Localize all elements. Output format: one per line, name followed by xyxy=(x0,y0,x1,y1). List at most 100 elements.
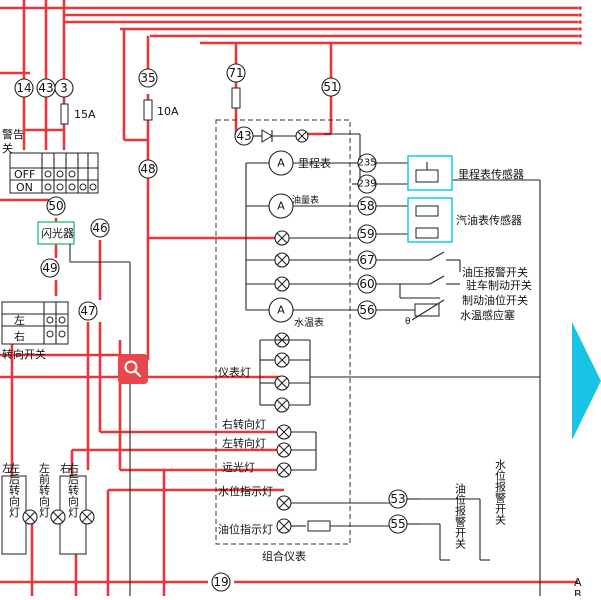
svg-text:46: 46 xyxy=(92,221,107,235)
instrument-cluster: 组合仪表 xyxy=(215,119,351,563)
svg-text:49: 49 xyxy=(42,261,57,275)
svg-text:关: 关 xyxy=(2,141,13,155)
search-icon xyxy=(124,360,142,378)
odometer-sensor: 里程表传感器 xyxy=(407,155,524,191)
sensor-wiring xyxy=(376,162,541,596)
wire-node-51: 51 xyxy=(321,77,341,97)
svg-text:51: 51 xyxy=(323,80,338,94)
svg-text:ON: ON xyxy=(16,181,33,194)
wire-node-43b: 48 xyxy=(138,159,158,179)
svg-text:55: 55 xyxy=(390,517,405,531)
svg-text:A: A xyxy=(277,304,285,317)
wire-node-67: 67 xyxy=(357,250,377,270)
svg-text:闪光器: 闪光器 xyxy=(41,226,74,240)
svg-text:左后转向灯: 左后转向灯 xyxy=(8,462,21,517)
svg-text:239: 239 xyxy=(357,179,376,190)
wire-node-14: 14 xyxy=(14,78,34,98)
svg-text:60: 60 xyxy=(359,277,374,291)
svg-text:组合仪表: 组合仪表 xyxy=(262,549,306,563)
wire-node-43a: 43 xyxy=(36,78,56,98)
svg-text:10A: 10A xyxy=(157,105,179,118)
svg-text:235: 235 xyxy=(357,158,376,169)
svg-text:汽油表传感器: 汽油表传感器 xyxy=(456,213,522,227)
fuse-71 xyxy=(231,87,241,109)
svg-text:OFF: OFF xyxy=(14,168,35,181)
svg-text:水温表: 水温表 xyxy=(294,316,324,329)
svg-text:右: 右 xyxy=(14,329,25,343)
brake-oil-level-switch: 制动油位开关 xyxy=(399,284,528,307)
svg-text:3: 3 xyxy=(60,81,68,95)
parking-brake-switch: 驻车制动开关 xyxy=(429,275,532,292)
svg-text:19: 19 xyxy=(213,575,228,589)
svg-text:59: 59 xyxy=(359,227,374,241)
warning-switch-panel: 警告 关 OFF ON xyxy=(2,127,99,194)
svg-text:53: 53 xyxy=(390,492,405,506)
svg-text:左: 左 xyxy=(2,462,13,475)
odometer-gauge: A 里程表 xyxy=(268,150,352,176)
svg-text:水位报警开关: 水位报警开关 xyxy=(494,459,507,526)
svg-text:50: 50 xyxy=(48,199,63,213)
svg-text:43: 43 xyxy=(38,81,53,95)
wire-node-235: 235 xyxy=(357,153,377,173)
wire-node-53: 53 xyxy=(388,489,408,509)
svg-text:43: 43 xyxy=(236,129,251,143)
flasher-relay: 闪光器 xyxy=(37,221,131,596)
edge-label-a: A xyxy=(574,576,582,589)
svg-text:A: A xyxy=(277,200,285,213)
zoom-button[interactable] xyxy=(118,354,148,384)
svg-text:56: 56 xyxy=(359,303,374,317)
indicator-50: 43 xyxy=(234,126,309,146)
fuel-gauge: A 油量表 xyxy=(268,193,319,219)
label-instrument-lamp: 仪表灯 xyxy=(218,365,251,379)
edge-label-b: B xyxy=(574,588,582,596)
svg-text:左前转向灯: 左前转向灯 xyxy=(38,462,51,517)
label-left-turn: 左转向灯 xyxy=(222,436,266,450)
svg-text:里程表传感器: 里程表传感器 xyxy=(458,167,524,181)
turn-switch: 左 右 转向开关 xyxy=(1,301,69,361)
water-temp-plug: θ 水温感应塞 xyxy=(405,299,515,327)
fuel-sensor: 汽油表传感器 xyxy=(407,197,522,243)
svg-text:71: 71 xyxy=(228,66,243,80)
label-right-turn: 右转向灯 xyxy=(222,417,266,431)
next-page-button[interactable] xyxy=(572,322,601,440)
top-bus-lines xyxy=(0,6,582,75)
label-water-level: 水位指示灯 xyxy=(218,484,273,498)
svg-text:制动油位开关: 制动油位开关 xyxy=(462,293,528,307)
svg-text:水温感应塞: 水温感应塞 xyxy=(460,308,515,322)
bottom-lamp-group: 左 右 左后转向灯 左前转向灯 右后转向灯 xyxy=(1,461,95,555)
cluster-lamps xyxy=(274,230,292,534)
svg-text:转向开关: 转向开关 xyxy=(2,347,46,361)
svg-text:油量表: 油量表 xyxy=(292,194,319,206)
wire-node-46: 50 xyxy=(46,196,66,216)
wire-node-19: 19 xyxy=(211,572,231,592)
wire-node-59: 59 xyxy=(357,224,377,244)
svg-text:左: 左 xyxy=(14,314,25,327)
chevron-right-icon xyxy=(572,322,601,440)
wire-node-55: 55 xyxy=(388,514,408,534)
water-temp-gauge: A 水温表 xyxy=(268,297,324,329)
wire-node-47: 49 xyxy=(40,258,60,278)
svg-text:油位报警开关: 油位报警开关 xyxy=(454,482,467,550)
svg-text:47: 47 xyxy=(80,304,95,318)
svg-text:14: 14 xyxy=(16,81,31,95)
oil-pressure-switch: 油压报警开关 xyxy=(429,251,528,279)
svg-text:警告: 警告 xyxy=(2,127,24,141)
wire-node-35: 35 xyxy=(138,68,158,88)
water-warning-switch: 水位报警开关 xyxy=(494,459,507,526)
svg-text:右后转向灯: 右后转向灯 xyxy=(67,461,80,517)
svg-text:θ: θ xyxy=(405,317,411,327)
svg-text:15A: 15A xyxy=(74,108,96,121)
fuse-15a: 15A xyxy=(60,103,96,125)
wire-node-3: 3 xyxy=(54,78,74,98)
svg-text:A: A xyxy=(277,157,285,170)
svg-text:油压报警开关: 油压报警开关 xyxy=(462,265,528,279)
label-oil-level: 油位指示灯 xyxy=(218,522,273,536)
wire-node-58: 58 xyxy=(357,196,377,216)
oil-warning-switch: 油位报警开关 xyxy=(454,482,467,550)
wire-node-60: 60 xyxy=(357,274,377,294)
svg-text:右: 右 xyxy=(60,461,71,475)
svg-text:48: 48 xyxy=(140,162,155,176)
svg-text:驻车制动开关: 驻车制动开关 xyxy=(466,278,532,292)
wire-node-71: 71 xyxy=(226,63,246,83)
